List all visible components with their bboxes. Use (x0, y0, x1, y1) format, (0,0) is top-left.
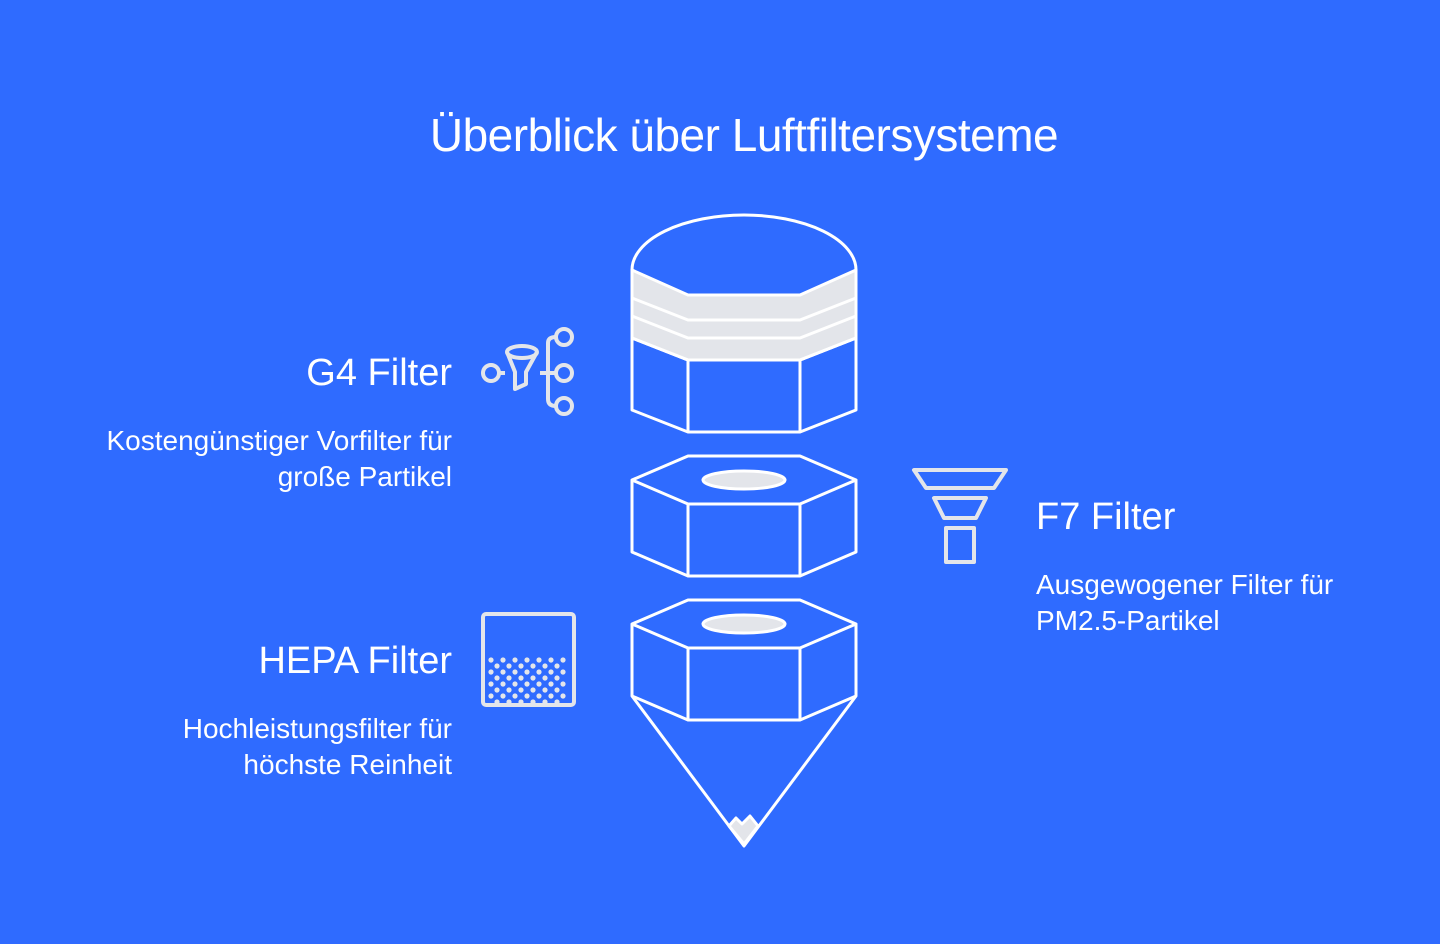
particle-dot (494, 687, 500, 693)
particle-dot (500, 681, 506, 687)
particle-dot (512, 693, 518, 699)
particle-dot (548, 681, 554, 687)
particle-dot (506, 675, 512, 681)
hepa-filter-module (630, 598, 858, 848)
particle-dot (500, 669, 506, 675)
particle-dot (554, 687, 560, 693)
particle-dot (494, 699, 500, 705)
particle-dot (560, 669, 566, 675)
particle-box-icon (481, 612, 576, 707)
particle-dot (530, 687, 536, 693)
particle-dot (506, 663, 512, 669)
particle-dot (512, 681, 518, 687)
funnel-stack-icon (912, 468, 1008, 564)
particle-dot (542, 675, 548, 681)
particle-dot (518, 699, 524, 705)
particle-dot (542, 663, 548, 669)
particle-dot (518, 663, 524, 669)
hepa-desc-line2: höchste Reinheit (243, 749, 452, 780)
particle-dot (512, 657, 518, 663)
f7-filter-title: F7 Filter (1036, 496, 1176, 538)
page-title: Überblick über Luftfiltersysteme (429, 109, 1059, 161)
particle-dot (536, 669, 542, 675)
g4-filter-module (630, 213, 858, 434)
particle-dot (530, 675, 536, 681)
particle-dot (548, 693, 554, 699)
particle-dot (530, 663, 536, 669)
hepa-filter-description: Hochleistungsfilter für höchste Reinheit (183, 711, 452, 783)
particle-dot (506, 687, 512, 693)
particle-dot (488, 669, 494, 675)
particle-dot (554, 675, 560, 681)
particle-dot (536, 681, 542, 687)
g4-desc-line2: große Partikel (277, 461, 452, 492)
particle-dot (488, 657, 494, 663)
particle-dot (560, 681, 566, 687)
f7-desc-line1: Ausgewogener Filter für (1036, 569, 1334, 600)
particle-dot (554, 663, 560, 669)
g4-desc-line1: Kostengünstiger Vorfilter für (106, 425, 452, 456)
particle-dot (524, 669, 530, 675)
particle-dot (560, 693, 566, 699)
particle-dot (494, 675, 500, 681)
particle-dot (524, 681, 530, 687)
particle-dot (536, 657, 542, 663)
particle-dot (530, 699, 536, 705)
particle-dot (560, 657, 566, 663)
particle-dot (518, 687, 524, 693)
particle-dot (500, 693, 506, 699)
particle-dot (554, 699, 560, 705)
particle-dot (494, 663, 500, 669)
particle-dot (536, 693, 542, 699)
particle-dot (548, 657, 554, 663)
particle-dot (524, 657, 530, 663)
branching-funnel-icon (481, 327, 574, 416)
particle-dot (488, 681, 494, 687)
particle-dot (542, 687, 548, 693)
particle-dot (548, 669, 554, 675)
hepa-filter-title: HEPA Filter (258, 640, 452, 682)
particle-dot (506, 699, 512, 705)
g4-filter-description: Kostengünstiger Vorfilter für große Parti… (106, 423, 452, 495)
particle-dot (542, 699, 548, 705)
g4-filter-title: G4 Filter (306, 352, 452, 394)
particle-dot (512, 669, 518, 675)
f7-desc-line2: PM2.5-Partikel (1036, 605, 1220, 636)
particle-dot (524, 693, 530, 699)
hepa-desc-line1: Hochleistungsfilter für (182, 713, 452, 744)
particle-dot (488, 693, 494, 699)
particle-dot (500, 657, 506, 663)
particle-dot (518, 675, 524, 681)
f7-filter-module (630, 454, 858, 578)
